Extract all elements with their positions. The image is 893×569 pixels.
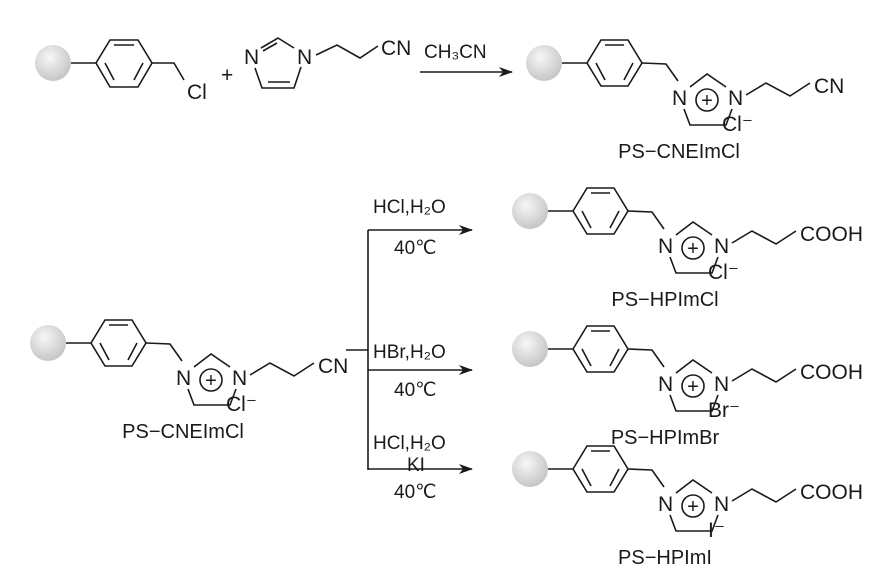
- nitrogen-1: N: [176, 367, 191, 390]
- benzene-double-bonds: [595, 44, 634, 81]
- reactant-ps-cneimcl: N N + CN Cl⁻ PS−CNEImCl: [30, 319, 348, 443]
- benzene-double-bonds: [99, 324, 138, 361]
- tail-group: COOH: [800, 223, 863, 246]
- benzene-double-bonds: [581, 192, 620, 229]
- nitrogen-3: N: [728, 87, 743, 110]
- nitrogen-1: N: [672, 87, 687, 110]
- ch2-bond: [641, 62, 679, 82]
- ch2-bond: [152, 62, 185, 81]
- branch-3-additive: KI: [407, 455, 425, 476]
- positive-charge: +: [205, 370, 217, 392]
- product-ps-cneimcl: N N + CN Cl⁻ PS−CNEImCl: [526, 39, 844, 163]
- propyl-chain: [249, 362, 315, 377]
- compound-name: PS−HPImI: [618, 547, 712, 569]
- imidazolium-ring: [669, 479, 719, 532]
- counter-anion: Cl⁻: [708, 261, 739, 284]
- ch2-bond: [145, 342, 183, 362]
- nitrogen-3: N: [244, 46, 259, 69]
- nitrogen-1: N: [658, 235, 673, 258]
- propyl-chain: [731, 488, 797, 503]
- polymer-bead: [526, 45, 562, 81]
- propyl-chain: [315, 44, 379, 59]
- benzyl-chloride-resin: Cl: [35, 39, 207, 104]
- benzene-double-bonds: [581, 450, 620, 487]
- positive-charge: +: [687, 238, 699, 260]
- branch-1-temperature: 40℃: [394, 238, 436, 259]
- imidazolium-ring: [669, 359, 719, 412]
- nitrogen-3: N: [714, 373, 729, 396]
- benzene-ring: [586, 39, 643, 87]
- cyanoethyl-imidazole: N N CN: [244, 37, 411, 89]
- counter-anion: Cl⁻: [226, 393, 257, 416]
- nitrogen-3: N: [232, 367, 247, 390]
- positive-charge: +: [701, 90, 713, 112]
- polymer-bead: [512, 451, 548, 487]
- counter-anion: Br⁻: [708, 399, 740, 422]
- imidazolium-ring: [683, 73, 733, 126]
- propyl-chain: [731, 230, 797, 245]
- positive-charge-circle: [681, 494, 705, 518]
- branch-3-temperature: 40℃: [394, 482, 436, 503]
- benzene-ring: [90, 319, 147, 367]
- product-ps-hpimcl: N N + COOH Cl⁻ PS−HPImCl: [512, 187, 863, 311]
- benzene-ring: [572, 187, 629, 235]
- tail-group: COOH: [800, 361, 863, 384]
- imidazole-ring: [254, 37, 302, 89]
- branch-2-reagent: HBr,H₂O: [373, 342, 446, 363]
- tail-group: CN: [318, 355, 348, 378]
- ch2-bond: [627, 348, 665, 368]
- reagent-solvent: CH₃CN: [424, 42, 487, 63]
- counter-anion: Cl⁻: [722, 113, 753, 136]
- propyl-chain: [745, 82, 811, 97]
- benzene-ring: [572, 325, 629, 373]
- polymer-bead: [35, 45, 71, 81]
- polymer-bead: [512, 193, 548, 229]
- counter-anion: I⁻: [708, 519, 725, 542]
- nitrogen-3: N: [714, 493, 729, 516]
- positive-charge-circle: [199, 368, 223, 392]
- nitrogen-1: N: [658, 373, 673, 396]
- branch-trunk: [346, 230, 369, 470]
- positive-charge-circle: [695, 88, 719, 112]
- branch-1-reagent: HCl,H₂O: [373, 197, 446, 218]
- ch2-bond: [627, 468, 665, 488]
- benzene-double-bonds: [581, 330, 620, 367]
- nitrile-group: CN: [381, 37, 411, 60]
- nitrogen-3: N: [714, 235, 729, 258]
- imidazolium-ring: [187, 353, 237, 406]
- positive-charge-circle: [681, 374, 705, 398]
- positive-charge-circle: [681, 236, 705, 260]
- branch-2-temperature: 40℃: [394, 380, 436, 401]
- compound-name: PS−CNEImCl: [122, 421, 244, 443]
- chlorine-atom: Cl: [187, 81, 207, 104]
- ch2-bond: [627, 210, 665, 230]
- positive-charge: +: [687, 496, 699, 518]
- compound-name: PS−CNEImCl: [618, 141, 740, 163]
- nitrogen-1: N: [658, 493, 673, 516]
- branch-3-reagent: HCl,H₂O: [373, 433, 446, 454]
- imidazolium-ring: [669, 221, 719, 274]
- positive-charge: +: [687, 376, 699, 398]
- product-ps-hpimbr: N N + COOH Br⁻ PS−HPImBr: [512, 325, 863, 449]
- product-ps-hpimi: N N + COOH I⁻ PS−HPImI: [512, 445, 863, 569]
- imidazole-double-bonds: [262, 42, 290, 83]
- propyl-chain: [731, 368, 797, 383]
- tail-group: CN: [814, 75, 844, 98]
- benzene-double-bonds: [104, 44, 144, 81]
- polymer-bead: [30, 325, 66, 361]
- compound-name: PS−HPImBr: [611, 427, 720, 449]
- tail-group: COOH: [800, 481, 863, 504]
- benzene-ring: [572, 445, 629, 493]
- plus-sign: +: [221, 64, 233, 87]
- compound-name: PS−HPImCl: [611, 289, 718, 311]
- nitrogen-1: N: [297, 46, 312, 69]
- polymer-bead: [512, 331, 548, 367]
